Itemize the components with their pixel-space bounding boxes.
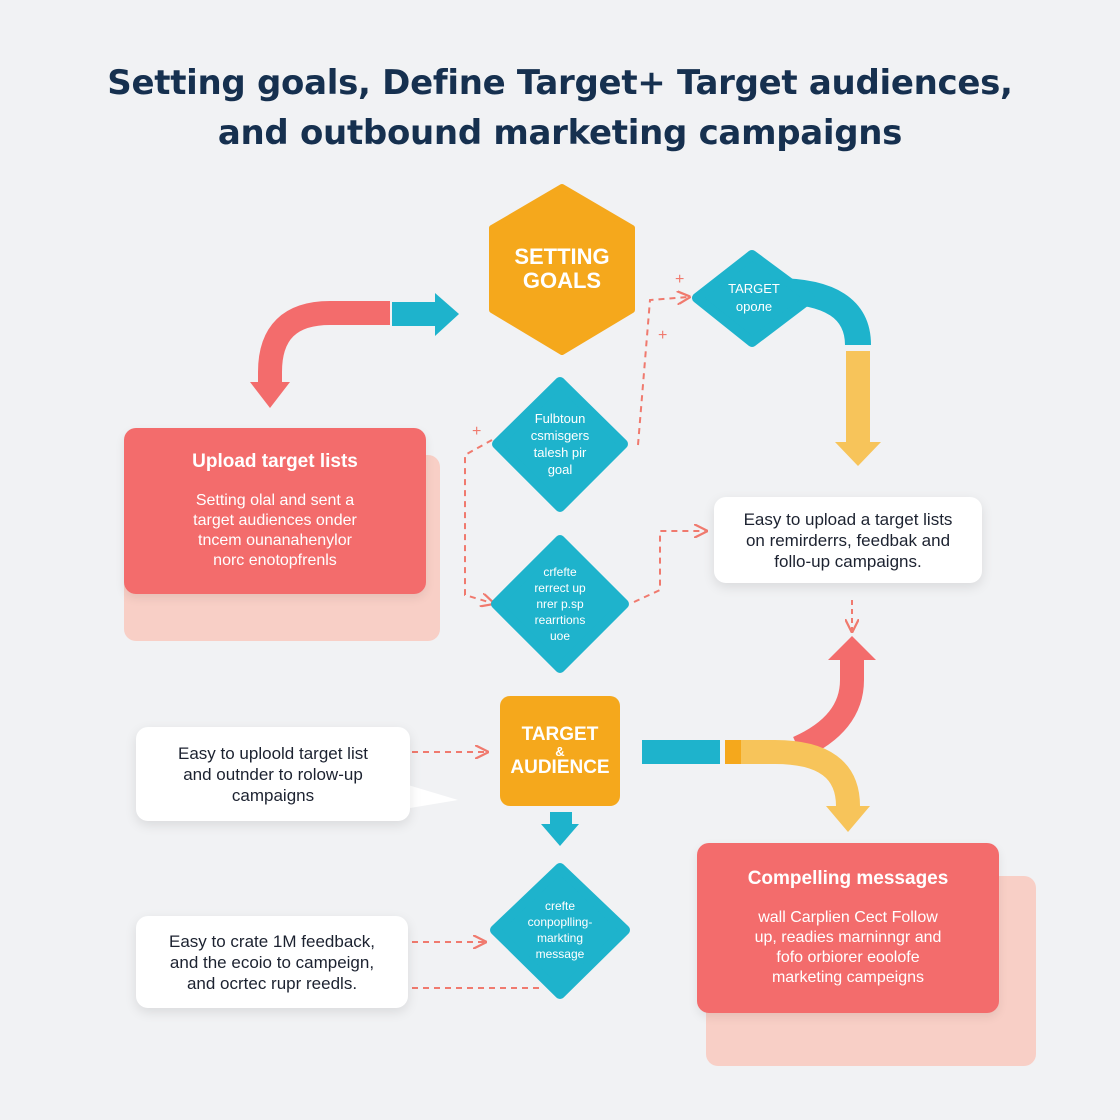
coral-up-arrowhead — [828, 636, 876, 660]
diamond-1-line-3: talesh pir — [533, 445, 587, 460]
dashed-connector-upper — [637, 297, 688, 446]
upload-target-lists-heading: Upload target lists — [192, 451, 358, 472]
diamond-2-line-4: rearrtions — [534, 613, 586, 627]
easy-upload-right-card: Easy to upload a target lists on remirde… — [714, 497, 982, 583]
title-line-1: Setting goals, Define Target+ Target aud… — [107, 63, 1013, 103]
upload-target-lists-card: Upload target lists Setting olal and sen… — [124, 428, 426, 594]
diamond-1-line-1: Fulbtoun — [534, 411, 586, 426]
easy-upload-right-line-1: Easy to upload a target lists — [743, 509, 953, 529]
yellow-down-arrowhead — [826, 806, 870, 832]
diamond-1-node: Fulbtoun csmisgers talesh pir goal — [505, 400, 615, 488]
setting-goals-node: SETTING GOALS — [492, 228, 632, 310]
diamond-2-line-2: rerrect up — [534, 581, 586, 595]
compelling-messages-line-3: fofo orbiorer eoolofe — [776, 949, 920, 966]
coral-arrowhead — [250, 382, 290, 408]
diamond-1-line-2: csmisgers — [530, 428, 590, 443]
diamond-3-shape — [490, 863, 630, 999]
upload-target-lists-line-2: target audiences onder — [193, 512, 357, 529]
dash-plus-mark: + — [472, 423, 481, 440]
easy-create-line-1: Easy to crate 1M feedback, — [169, 931, 375, 951]
target-audience-line-2: & — [555, 743, 565, 759]
easy-create-line-2: and the ecoio to campeign, — [169, 952, 375, 972]
compelling-messages-line-1: wall Carplien Cect Follow — [758, 909, 938, 926]
coral-up-curve-arrow — [792, 660, 864, 759]
title-line-2: and outbound marketing campaigns — [217, 113, 903, 153]
diamond-3-line-2: conpoplling- — [527, 915, 593, 929]
diamond-2-shape — [491, 535, 629, 673]
target-audience-shape — [500, 696, 620, 806]
yellow-arrowhead — [835, 442, 881, 466]
target-circle-shape — [692, 250, 815, 347]
dashed-loop-left — [464, 439, 492, 603]
easy-upload-left-line-2: and outnder to rolow-up — [183, 764, 363, 784]
yellow-curve-accent — [725, 740, 741, 764]
teal-down-shaft — [550, 812, 572, 826]
easy-upload-right-line-3: follo-up campaigns. — [774, 551, 922, 571]
setting-goals-line-1: SETTING — [514, 244, 610, 269]
teal-bar — [642, 740, 720, 764]
yellow-curve-arrow — [725, 740, 860, 807]
easy-upload-left-line-3: campaigns — [231, 785, 315, 805]
teal-arrow-shaft — [392, 302, 437, 326]
dash-plus-mark: + — [675, 271, 684, 288]
target-circle-line-2: ороле — [735, 299, 773, 314]
compelling-messages-card: Compelling messages wall Carplien Cect F… — [697, 843, 999, 1013]
easy-create-line-3: and ocrtec rupr reedls. — [186, 973, 358, 993]
diagram-title: Setting goals, Define Target+ Target aud… — [0, 58, 1120, 158]
target-audience-line-1: TARGET — [521, 723, 599, 745]
compelling-messages-heading: Compelling messages — [747, 868, 949, 889]
dash-plus-mark: + — [658, 327, 667, 344]
diamond-3-node: crefte conpoplling- markting message — [505, 892, 615, 968]
coral-curve-arrow — [258, 301, 390, 384]
target-audience-node: TARGET & AUDIENCE — [500, 716, 620, 786]
diamond-1-shape — [492, 377, 628, 512]
easy-upload-left-line-1: Easy to uploold target list — [178, 743, 368, 763]
diamond-2-node: crfefte rerrect up nrer p.sp rearrtions … — [505, 560, 615, 648]
diamond-3-line-4: message — [535, 947, 585, 961]
diamond-2-line-3: nrer p.sp — [536, 597, 584, 611]
easy-upload-right-line-2: on remirderrs, feedbak and — [745, 530, 951, 550]
diamond-2-line-1: crfefte — [543, 565, 577, 579]
setting-goals-line-2: GOALS — [522, 268, 602, 293]
upload-target-lists-line-3: tncem ounanahenylor — [198, 532, 352, 549]
teal-arrowhead — [435, 293, 459, 336]
target-audience-line-3: AUDIENCE — [510, 756, 610, 778]
yellow-arrow-shaft — [846, 351, 870, 443]
easy-create-card: Easy to crate 1M feedback, and the ecoio… — [136, 916, 408, 1008]
diamond-3-line-3: markting — [536, 931, 583, 945]
target-circle-line-1: TARGET — [728, 281, 780, 296]
diamond-1-line-4: goal — [547, 462, 573, 477]
teal-down-arrowhead — [541, 824, 579, 846]
compelling-messages-line-4: marketing campeigns — [771, 969, 925, 986]
upload-target-lists-line-1: Setting olal and sent a — [195, 492, 355, 509]
setting-goals-hexagon — [489, 184, 635, 355]
diamond-3-line-1: crefte — [544, 899, 575, 913]
target-circle-node: TARGET ороле — [705, 270, 803, 326]
upload-target-lists-line-4: norc enotopfrenls — [213, 552, 337, 569]
diamond-2-line-5: uoe — [549, 629, 571, 643]
easy-upload-left-card: Easy to uploold target list and outnder … — [136, 727, 410, 821]
dashed-connector-mid — [633, 531, 705, 603]
speech-tail — [398, 782, 458, 810]
compelling-messages-line-2: up, readies marninngr and — [754, 929, 942, 946]
